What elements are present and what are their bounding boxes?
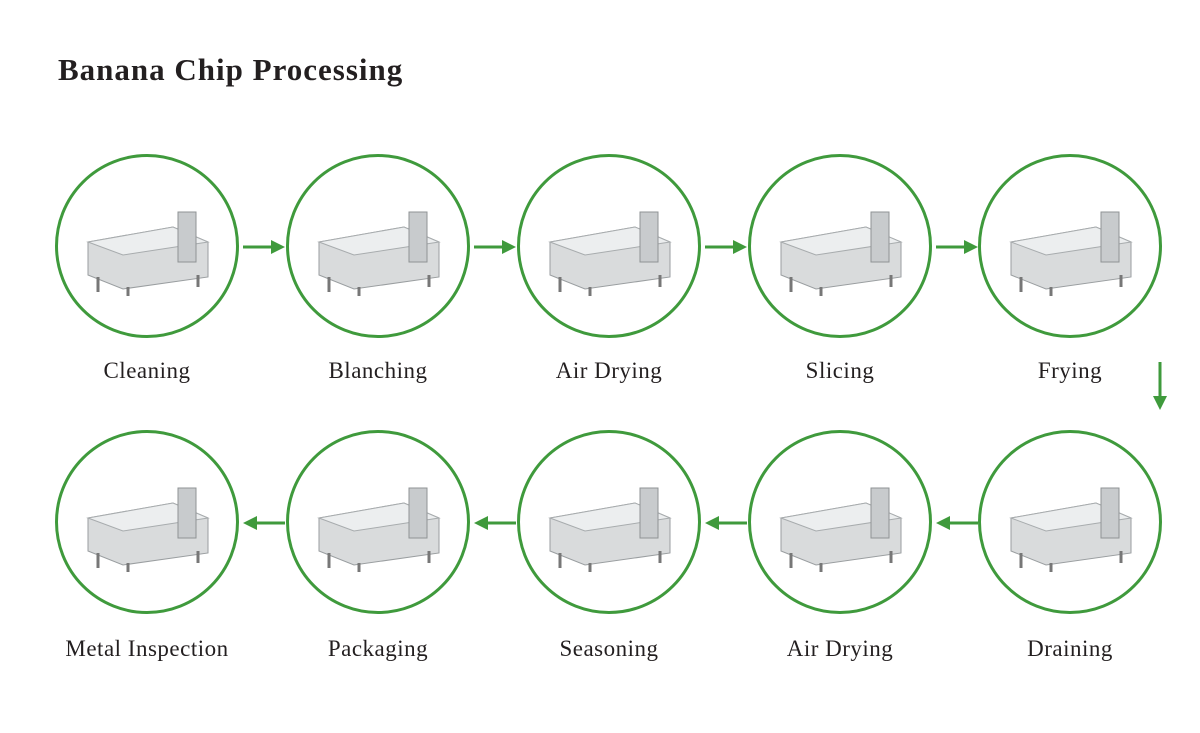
blancher-icon (309, 197, 449, 297)
step-label: Air Drying (786, 636, 894, 661)
step-circle-frying (978, 154, 1162, 338)
step-label: Cleaning (103, 358, 191, 383)
arrow-right-icon (243, 239, 285, 260)
arrow-left-icon (474, 515, 516, 536)
deoiler-icon (1001, 473, 1141, 573)
arrow-left-icon (705, 515, 747, 536)
slicer-icon (771, 197, 911, 297)
step-label: Slicing (805, 358, 875, 383)
step-circle-seasoning (517, 430, 701, 614)
step-circle-metal-inspection (55, 430, 239, 614)
step-label: Blanching (328, 358, 428, 383)
step-circle-air-drying (748, 430, 932, 614)
seasoning-drum-icon (540, 473, 680, 573)
arrow-down-icon (1152, 362, 1168, 415)
air-dryer-icon (540, 197, 680, 297)
step-label: Draining (1027, 636, 1113, 661)
air-dryer-icon (771, 473, 911, 573)
step-label: Metal Inspection (65, 636, 229, 661)
arrow-left-icon (936, 515, 978, 536)
arrow-right-icon (705, 239, 747, 260)
step-label: Packaging (327, 636, 429, 661)
step-circle-draining (978, 430, 1162, 614)
step-circle-air-drying (517, 154, 701, 338)
arrow-right-icon (936, 239, 978, 260)
step-circle-cleaning (55, 154, 239, 338)
step-circle-slicing (748, 154, 932, 338)
metal-detector-icon (78, 473, 218, 573)
step-label: Air Drying (555, 358, 663, 383)
step-circle-blanching (286, 154, 470, 338)
step-label: Frying (1037, 358, 1103, 383)
arrow-left-icon (243, 515, 285, 536)
step-label: Seasoning (559, 636, 659, 661)
page-title: Banana Chip Processing (58, 52, 404, 87)
washing-machine-icon (78, 197, 218, 297)
arrow-right-icon (474, 239, 516, 260)
fryer-icon (1001, 197, 1141, 297)
packaging-machine-icon (309, 473, 449, 573)
step-circle-packaging (286, 430, 470, 614)
